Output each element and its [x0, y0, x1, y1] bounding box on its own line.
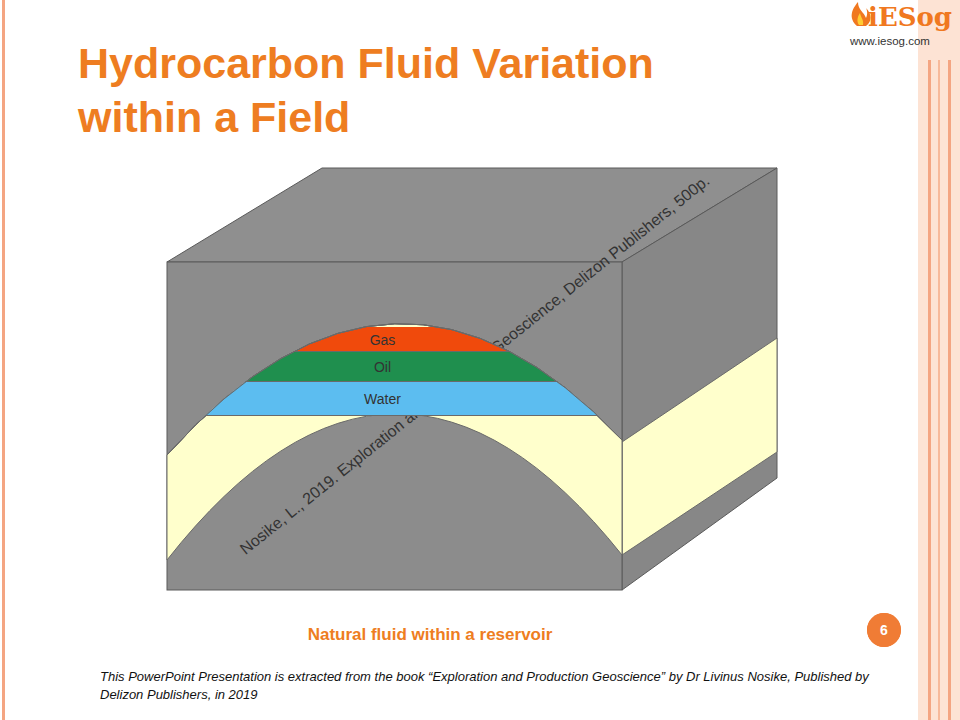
left-border-line [2, 0, 5, 720]
page-number-text: 6 [880, 623, 888, 637]
logo-flame [852, 2, 871, 26]
right-side-stripe [938, 60, 940, 720]
arch-outline [167, 324, 622, 455]
logo-url: www.iesog.com [850, 34, 930, 48]
right-side-panel [918, 0, 960, 720]
logo-text: iESog [868, 2, 952, 32]
band-boundary [167, 415, 622, 416]
band-shape [167, 352, 622, 382]
oil-band: Oil [167, 352, 622, 382]
footer-note: This PowerPoint Presentation is extracte… [100, 668, 870, 704]
fluid-label: Oil [374, 360, 391, 374]
reservoir-layer [167, 324, 622, 560]
band-fill [167, 327, 622, 352]
right-side-stripe [948, 60, 951, 720]
band-fill [167, 352, 622, 382]
fluid-label: Water [364, 392, 401, 406]
page-number: 6 [867, 613, 901, 647]
gas-band: Gas [167, 327, 622, 352]
band-boundary [167, 381, 622, 382]
arch-outline [167, 324, 622, 455]
right-side-stripe [928, 60, 931, 720]
water-band: Water [167, 382, 622, 416]
caption: Natural fluid within a reservoir [200, 624, 660, 646]
band-boundary [167, 351, 622, 352]
band-fill [167, 382, 622, 416]
logo-flame-core [857, 13, 863, 25]
page-number-disc [867, 613, 901, 647]
reservoir-side-layer [622, 338, 777, 555]
fluid-label: Gas [370, 333, 396, 347]
slide-title: Hydrocarbon Fluid Variation within a Fie… [78, 36, 778, 144]
arch-outline [167, 324, 622, 455]
